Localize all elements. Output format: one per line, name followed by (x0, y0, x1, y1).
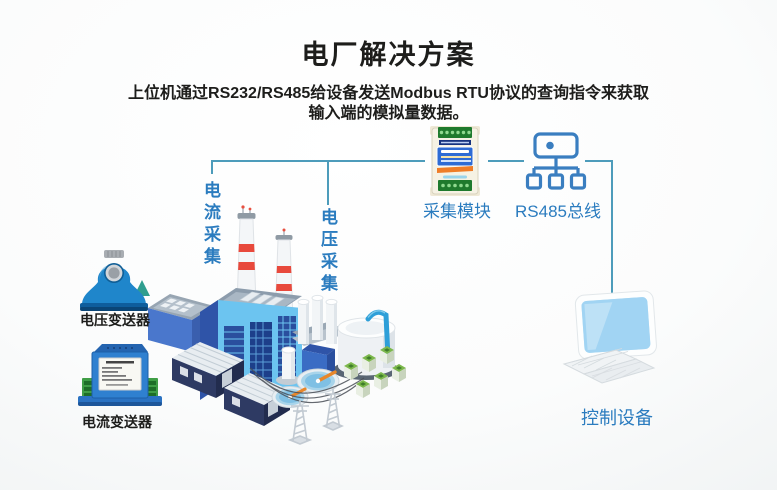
current-transmitter-label: 电流变送器 (82, 414, 152, 430)
connector-line-module-to-bus (488, 160, 524, 162)
transmission-towers (287, 388, 344, 445)
voltage-transmitter-label: 电压变送器 (80, 312, 150, 328)
chimney-left (236, 205, 257, 306)
page-title: 电厂解决方案 (301, 40, 476, 70)
connector-line-left (211, 160, 425, 162)
stack-cylinders (297, 294, 338, 344)
transformer-boxes (344, 346, 406, 398)
connector-stub-voltage (327, 160, 329, 205)
description-line-1: 上位机通过RS232/RS485给设备发送Modbus RTU协议的查询指令来获… (128, 85, 649, 102)
power-plant-illustration (112, 200, 460, 448)
voltage-transmitter-icon (72, 250, 156, 312)
collection-module-device-icon (422, 124, 488, 198)
small-silo (276, 346, 300, 385)
control-computer-icon (552, 288, 677, 400)
page-description: 上位机通过RS232/RS485给设备发送Modbus RTU协议的查询指令来获… (0, 84, 777, 124)
connector-line-to-control (611, 160, 613, 306)
connector-line-bus-to-corner (585, 160, 613, 162)
rs485-bus-icon (520, 131, 590, 197)
current-collection-label: 电流采集 (201, 181, 220, 269)
connector-stub-current (211, 160, 213, 174)
voltage-collection-label: 电压采集 (318, 208, 337, 296)
control-device-label: 控制设备 (581, 408, 653, 428)
warehouse-1 (172, 342, 244, 398)
collection-module-label: 采集模块 (423, 202, 491, 221)
power-lines (249, 367, 365, 404)
keyboard (562, 348, 656, 384)
description-line-2: 输入端的模拟量数据。 (308, 105, 469, 122)
current-transmitter-icon (76, 340, 164, 410)
building-left (148, 294, 214, 352)
rs485-bus-label: RS485总线 (515, 202, 601, 221)
